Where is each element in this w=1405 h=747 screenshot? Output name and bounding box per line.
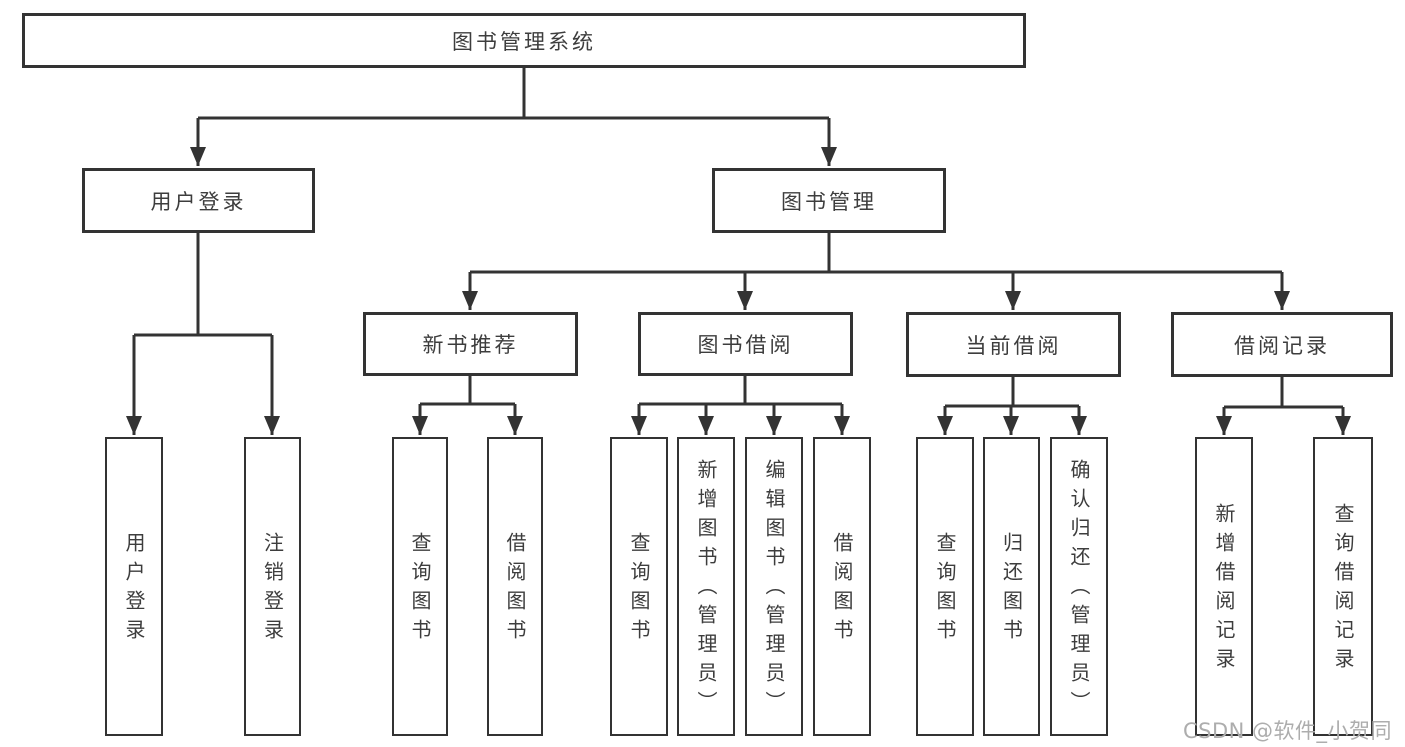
node-borrow-records: 借阅记录	[1171, 312, 1393, 377]
leaf-borrow-borrow-books: 借阅图书	[813, 437, 871, 736]
leaf-newbook-borrow-books: 借阅图书	[487, 437, 543, 736]
leaf-records-add-record: 新增借阅记录	[1195, 437, 1253, 736]
leaf-current-query-books: 查询图书	[916, 437, 974, 736]
leaf-borrow-add-books-admin: 新增图书（管理员）	[677, 437, 735, 736]
leaf-logout: 注销登录	[244, 437, 301, 736]
leaf-borrow-edit-books-admin: 编辑图书（管理员）	[745, 437, 803, 736]
node-root-library-system: 图书管理系统	[22, 13, 1026, 68]
node-new-book-recommend: 新书推荐	[363, 312, 578, 376]
node-book-borrow: 图书借阅	[638, 312, 853, 376]
leaf-borrow-query-books: 查询图书	[610, 437, 668, 736]
leaf-user-login: 用户登录	[105, 437, 163, 736]
node-user-login: 用户登录	[82, 168, 315, 233]
node-book-management: 图书管理	[712, 168, 946, 233]
leaf-current-confirm-return-admin: 确认归还（管理员）	[1050, 437, 1108, 736]
leaf-records-query-record: 查询借阅记录	[1313, 437, 1373, 736]
node-current-borrow: 当前借阅	[906, 312, 1121, 377]
leaf-current-return-books: 归还图书	[983, 437, 1040, 736]
csdn-watermark: CSDN @软件_小贺同学	[1183, 719, 1393, 743]
leaf-newbook-query-books: 查询图书	[392, 437, 448, 736]
